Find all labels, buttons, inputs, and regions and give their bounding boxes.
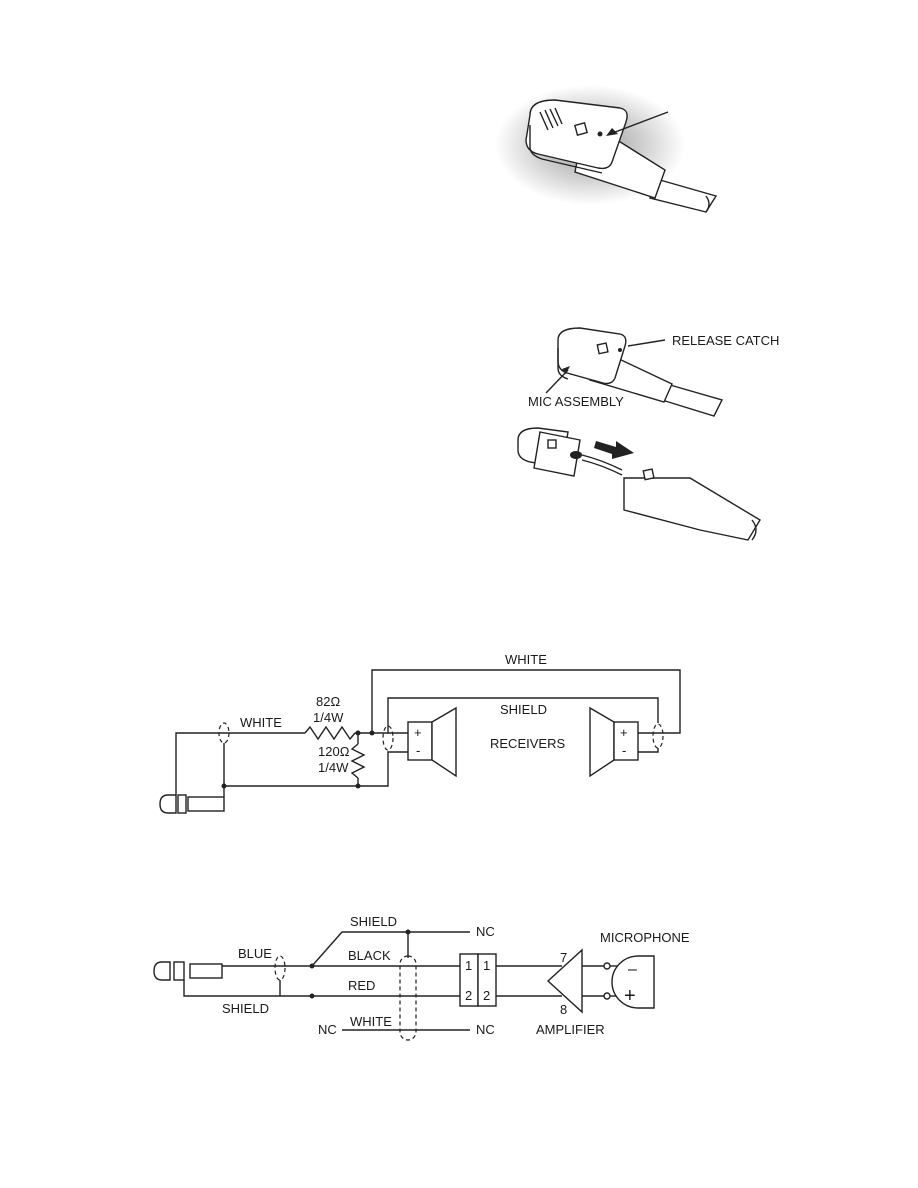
r1-value: 82Ω — [316, 694, 340, 709]
mic-illustration-top — [495, 85, 718, 213]
mic-minus: – — [628, 961, 637, 978]
red-wire-label: RED — [348, 978, 375, 993]
white-wire-loop — [371, 669, 681, 734]
release-catch-icon — [596, 342, 609, 355]
nc-left-label: NC — [318, 1022, 337, 1037]
release-catch-leader — [627, 339, 666, 347]
shield-tube — [399, 955, 417, 1041]
plug-tip-icon — [159, 794, 177, 814]
pin2-a: 2 — [465, 988, 472, 1003]
cable-upper — [660, 384, 724, 417]
mic-assembly-illustration: RELEASE CATCH MIC ASSEMBLY — [517, 327, 779, 541]
receiver-wiring-schematic: WHITE 82Ω 1/4W 120Ω 1/4W WHITE SHIELD + … — [159, 652, 681, 814]
receiver-left-plus: + — [414, 725, 422, 740]
receiver-right-minus: - — [622, 743, 626, 758]
plug-body-icon-2 — [189, 963, 223, 979]
plug-body-icon — [187, 796, 225, 812]
receiver-left-minus: - — [416, 743, 420, 758]
white-wire-label-left: WHITE — [240, 715, 282, 730]
shield-label: SHIELD — [500, 702, 547, 717]
microphone-wiring-schematic: BLUE SHIELD SHIELD NC BLACK RED NC WHITE… — [153, 914, 690, 1041]
shield-ring-left — [382, 725, 394, 751]
shield-label-top: SHIELD — [350, 914, 397, 929]
r1-power: 1/4W — [313, 710, 344, 725]
taper-body-lower — [623, 477, 761, 541]
amplifier-triangle-icon — [546, 948, 583, 1014]
nc-top-label: NC — [476, 924, 495, 939]
pin1-a: 1 — [465, 958, 472, 973]
receiver-left-speaker-icon — [431, 706, 457, 778]
resistor-120ohm — [350, 743, 366, 779]
amp-pin7: 7 — [560, 950, 567, 965]
r2-value: 120Ω — [318, 744, 350, 759]
shield-ring-mic — [274, 955, 286, 981]
nc-right-label: NC — [476, 1022, 495, 1037]
release-catch-label: RELEASE CATCH — [672, 333, 779, 348]
black-wire-label: BLACK — [348, 948, 391, 963]
blue-wire-label: BLUE — [238, 946, 272, 961]
screw-hole — [597, 131, 603, 137]
pointer-line — [609, 111, 669, 135]
microphone-label: MICROPHONE — [600, 930, 690, 945]
microphone-capsule-icon — [611, 955, 655, 1009]
mic-head-upper — [557, 327, 627, 385]
pin2-b: 2 — [483, 988, 490, 1003]
plug-tip-icon-2 — [153, 961, 171, 981]
shield-ring-right — [652, 723, 664, 749]
receiver-right-speaker-icon — [589, 706, 615, 778]
white-wire-label-top: WHITE — [505, 652, 547, 667]
receiver-right-plus: + — [620, 725, 628, 740]
mic-plus: + — [624, 985, 636, 1007]
shield-label-bottom: SHIELD — [222, 1001, 269, 1016]
connector-right — [477, 953, 497, 1007]
mic-assembly-label: MIC ASSEMBLY — [528, 394, 624, 409]
r2-power: 1/4W — [318, 760, 349, 775]
mic-insert — [533, 431, 581, 477]
receiver-right-terminal — [613, 721, 639, 761]
resistor-82ohm — [304, 725, 356, 741]
shield-ring — [218, 722, 230, 744]
white-wire-label: WHITE — [350, 1014, 392, 1029]
amp-pin8: 8 — [560, 1002, 567, 1017]
release-catch-button — [574, 122, 588, 136]
mic-assembly-leader — [545, 369, 569, 394]
receivers-label: RECEIVERS — [490, 736, 565, 751]
insert-arrow-icon — [594, 441, 634, 459]
shield-wire-loop — [387, 697, 659, 733]
pin1-b: 1 — [483, 958, 490, 973]
grille-icon — [539, 107, 563, 131]
wire-pair — [581, 454, 623, 471]
amplifier-label: AMPLIFIER — [536, 1022, 605, 1037]
